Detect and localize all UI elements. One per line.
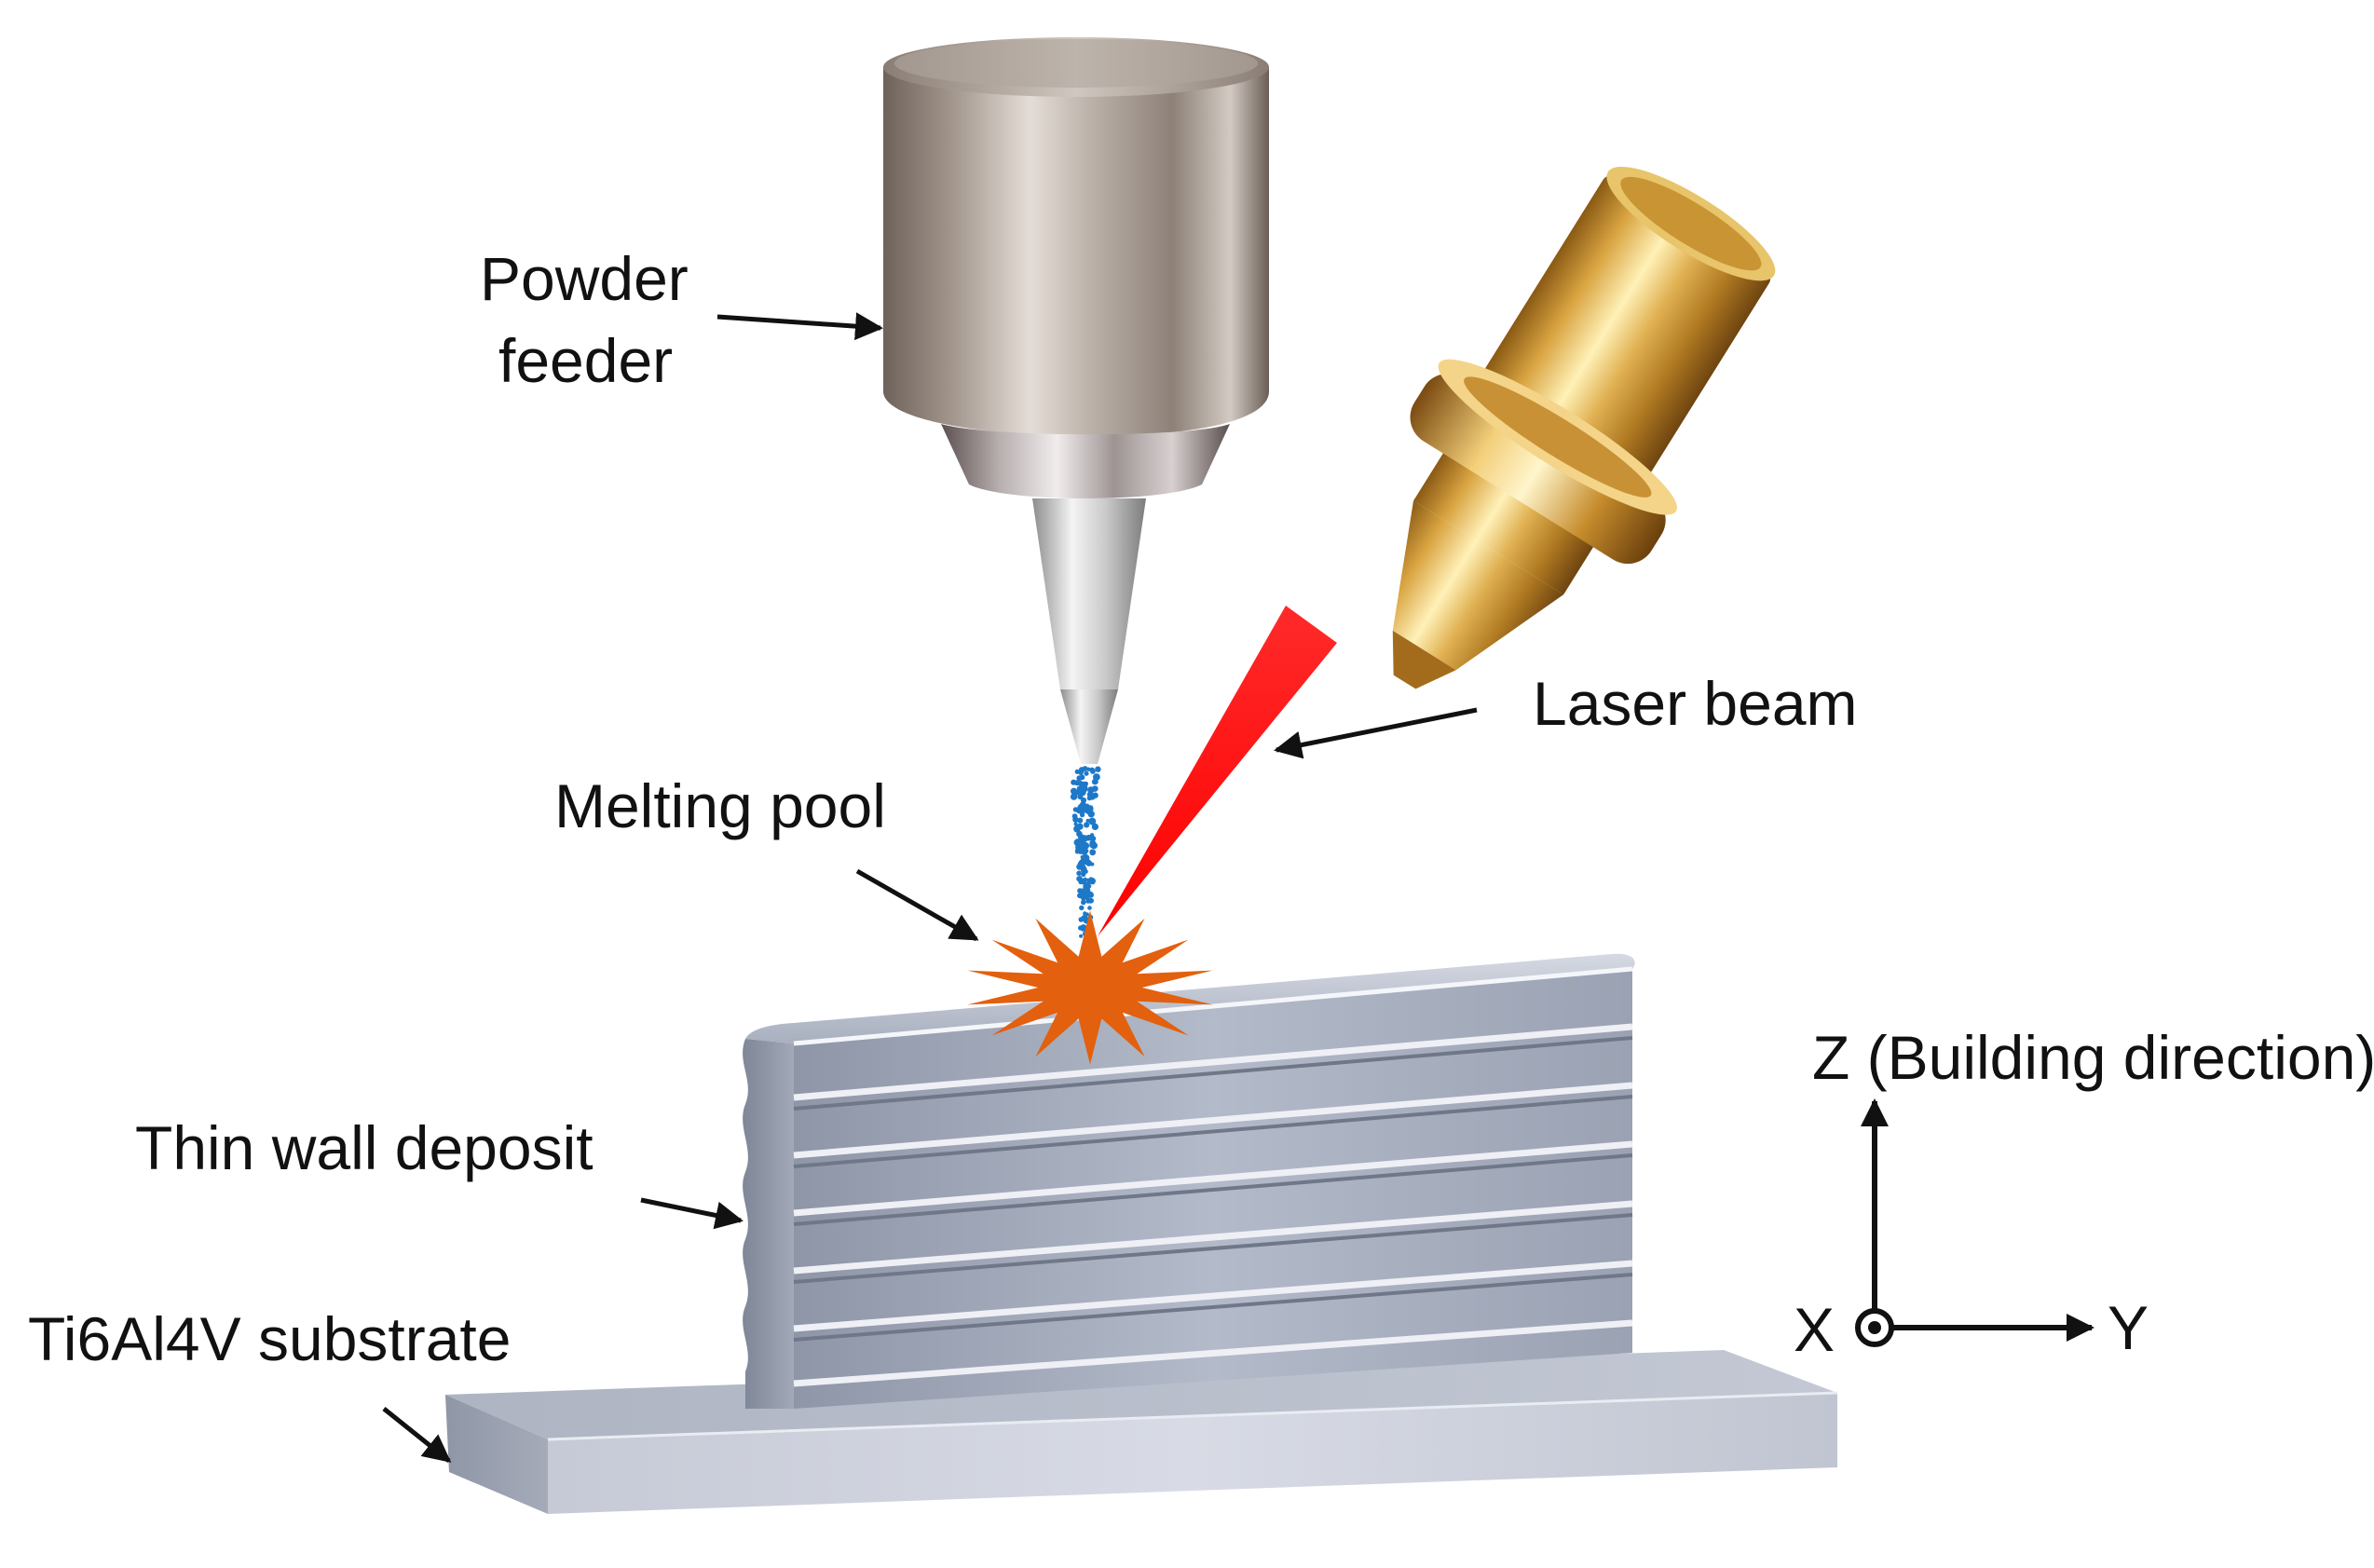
powder-particle: [1082, 766, 1088, 771]
powder-particle: [1071, 787, 1077, 795]
powder-particle: [1084, 770, 1089, 776]
powder-particle: [1086, 767, 1091, 771]
powder-particle: [1074, 769, 1080, 774]
powder-particle: [1083, 782, 1087, 786]
laser-beam-leader: [1274, 707, 1478, 759]
powder-particle: [1086, 796, 1092, 801]
powder-particle: [1086, 878, 1091, 882]
powder-particle: [1090, 836, 1097, 842]
powder-particle: [1093, 773, 1100, 781]
powder-particle: [1079, 905, 1085, 911]
powder-particle: [1084, 803, 1090, 810]
powder-particle: [1079, 893, 1085, 899]
powder-particle: [1090, 843, 1095, 849]
melting-pool-leader: [855, 868, 979, 942]
powder-particle: [1081, 871, 1086, 878]
powder-particle: [1081, 849, 1087, 855]
laser-beam: [1098, 606, 1337, 936]
powder-feeder-leader: [716, 312, 883, 341]
z-axis-label: Z (Building direction): [1812, 1023, 2374, 1092]
powder-particle: [1093, 779, 1098, 784]
powder-particle: [1076, 823, 1084, 830]
coordinate-axes: Z (Building direction) X Y: [1794, 1023, 2374, 1364]
powder-particle: [1070, 793, 1078, 800]
powder-particle: [1089, 898, 1095, 903]
thin-wall-deposit: [743, 953, 1635, 1409]
powder-particle: [1085, 912, 1089, 917]
powder-particle: [1089, 849, 1097, 856]
y-axis-label: Y: [2108, 1293, 2149, 1362]
substrate-leader: [382, 1407, 452, 1463]
x-axis-label: X: [1794, 1295, 1835, 1364]
powder-particle: [1076, 775, 1083, 782]
powder-feeder-label-line2: feeder: [498, 326, 673, 395]
powder-feeder-label-line1: Powder: [480, 244, 689, 313]
powder-particle: [1081, 888, 1085, 893]
powder-particle: [1073, 822, 1078, 826]
powder-particle: [1084, 869, 1088, 874]
powder-particle: [1084, 822, 1090, 828]
powder-particle: [1081, 899, 1086, 906]
powder-particle: [1085, 860, 1093, 866]
powder-particle: [1086, 891, 1094, 898]
powder-particle: [1089, 833, 1095, 838]
powder-particle: [1087, 906, 1092, 910]
powder-particle: [1076, 870, 1082, 877]
powder-feeder: [883, 37, 1269, 764]
powder-particle: [1080, 835, 1087, 842]
powder-stream: [1070, 766, 1101, 939]
powder-particle: [1087, 786, 1095, 794]
substrate-label: Ti6Al4V substrate: [28, 1304, 511, 1373]
powder-particle: [1071, 813, 1078, 819]
substrate-plate: [445, 1350, 1838, 1514]
x-axis-dot: [1868, 1321, 1881, 1334]
powder-particle: [1088, 878, 1097, 885]
melting-pool-label: Melting pool: [554, 771, 886, 840]
powder-particle: [1075, 807, 1081, 811]
powder-particle: [1095, 766, 1101, 772]
powder-particle: [1088, 817, 1097, 825]
powder-particle: [1079, 934, 1084, 938]
powder-particle: [1080, 878, 1087, 885]
powder-particle: [1082, 854, 1090, 862]
powder-particle: [1077, 817, 1084, 824]
melt-pool: [967, 910, 1213, 1065]
laser-beam-label: Laser beam: [1533, 669, 1858, 738]
powder-particle: [1078, 925, 1084, 931]
powder-particle: [1082, 844, 1087, 851]
powder-particle: [1091, 823, 1098, 831]
thin-wall-deposit-label: Thin wall deposit: [135, 1113, 594, 1182]
powder-particle: [1085, 881, 1089, 886]
powder-particle: [1090, 769, 1096, 774]
powder-particle: [1077, 794, 1084, 800]
laser-head: [1392, 166, 1776, 689]
thin-wall-deposit-leader: [640, 1197, 744, 1230]
powder-particle: [1078, 859, 1085, 866]
